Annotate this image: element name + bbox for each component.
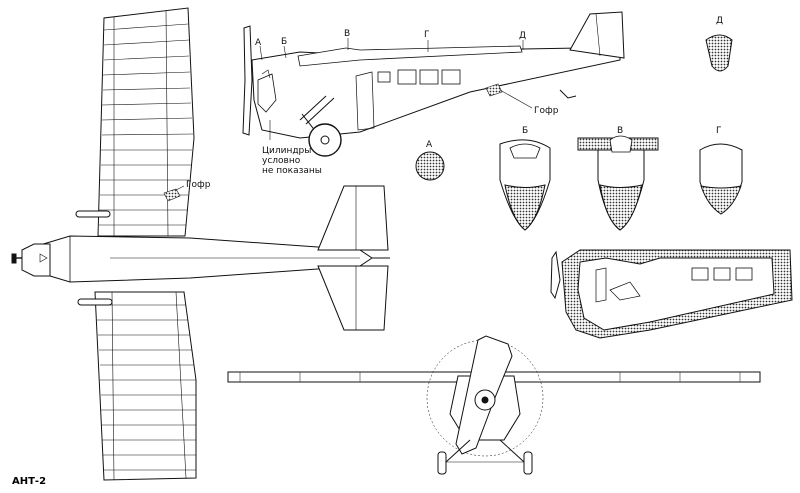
section-label-b: Б <box>522 126 529 136</box>
section-marker-v: В <box>344 29 351 39</box>
cylinders-note-line1: Цилиндры <box>262 146 312 156</box>
side-cabin-windows <box>377 69 461 85</box>
side-fin <box>569 11 625 59</box>
cylinders-note-line2: условно <box>262 156 301 166</box>
section-label-v: В <box>617 126 624 136</box>
plan-wing-lower-ribs <box>96 291 196 481</box>
side-wing <box>297 45 523 67</box>
section-marker-d: Д <box>519 31 527 41</box>
plan-wing-ribs <box>99 10 194 237</box>
plan-view <box>11 7 390 481</box>
side-propeller <box>242 25 253 136</box>
plan-wing-lower <box>94 291 197 481</box>
drawing-title: АНТ-2 <box>12 476 47 487</box>
corrugation-callout-plan: Гофр <box>186 180 211 190</box>
plan-corrugation-patch <box>163 188 181 202</box>
cylinders-note-line3: не показаны <box>262 166 322 176</box>
side-corrugation-patch <box>485 83 503 97</box>
corrugation-callout-side: Гофр <box>534 106 559 116</box>
section-label-d: Д <box>716 16 724 26</box>
side-view <box>242 11 625 157</box>
section-label-a: А <box>426 140 433 150</box>
section-a <box>415 151 445 181</box>
plan-nose <box>21 243 51 277</box>
section-d <box>705 34 733 72</box>
cross-sections <box>415 34 743 231</box>
cutaway-view <box>550 249 793 339</box>
plan-tailplane-lower <box>317 265 389 331</box>
front-view <box>227 335 761 475</box>
section-marker-b: Б <box>281 37 288 47</box>
section-marker-g: Г <box>424 30 430 40</box>
side-section-markers <box>259 38 524 61</box>
plan-tailplane-upper <box>317 185 389 251</box>
plan-wing-upper <box>97 7 195 237</box>
section-label-g: Г <box>716 126 722 136</box>
cutaway-windows <box>691 267 753 281</box>
section-marker-a: А <box>255 38 262 48</box>
